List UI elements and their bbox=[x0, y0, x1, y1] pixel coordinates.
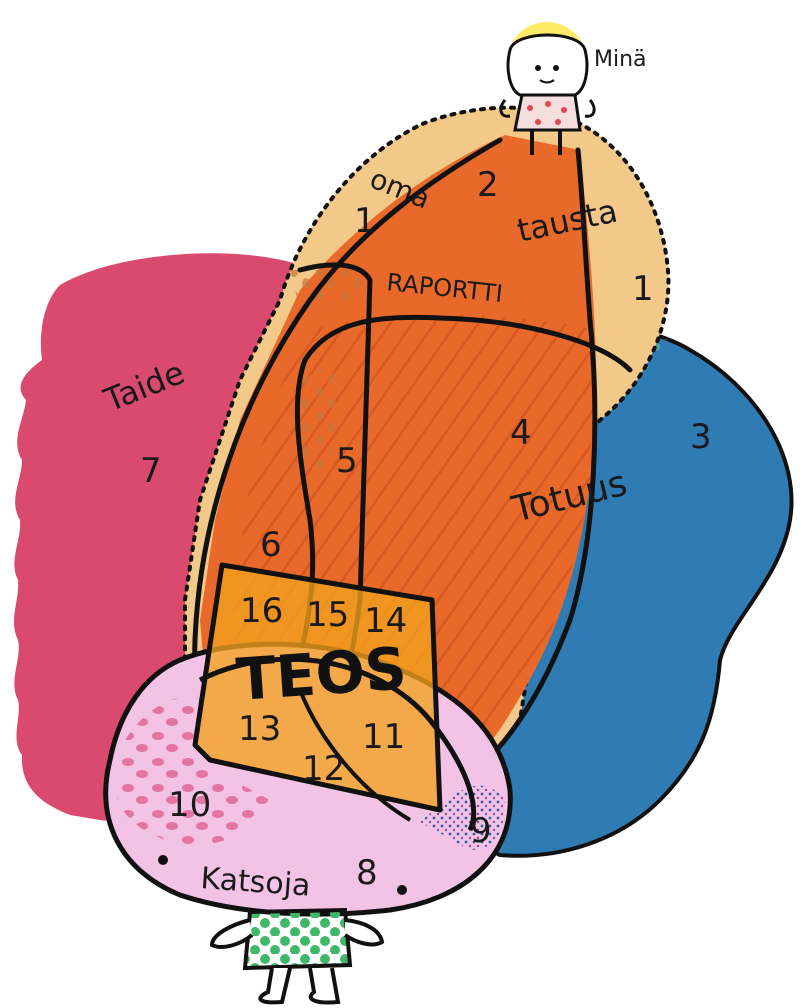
region-number-6: 6 bbox=[260, 525, 282, 565]
region-number-14: 14 bbox=[364, 601, 407, 641]
region-number-12: 12 bbox=[302, 749, 345, 789]
label-mina: Minä bbox=[594, 47, 647, 72]
region-number-9: 9 bbox=[470, 811, 492, 851]
region-number-13: 13 bbox=[238, 709, 281, 749]
region-number-1-right: 1 bbox=[632, 269, 654, 309]
label-teos: TEOS bbox=[234, 634, 409, 714]
katsoja-eye-left bbox=[158, 855, 168, 865]
region-number-8: 8 bbox=[356, 853, 378, 893]
region-number-16: 16 bbox=[240, 591, 283, 631]
region-number-11: 11 bbox=[362, 717, 405, 757]
region-number-1-left: 1 bbox=[354, 201, 376, 241]
region-number-7: 7 bbox=[140, 451, 162, 491]
katsoja-figure bbox=[212, 910, 382, 1003]
region-number-3: 3 bbox=[690, 417, 712, 457]
region-number-4: 4 bbox=[510, 413, 532, 453]
region-number-5: 5 bbox=[336, 441, 358, 481]
region-number-2: 2 bbox=[477, 165, 499, 205]
region-number-10: 10 bbox=[168, 785, 211, 825]
region-number-15: 15 bbox=[306, 595, 349, 635]
katsoja-eye-right bbox=[397, 885, 407, 895]
